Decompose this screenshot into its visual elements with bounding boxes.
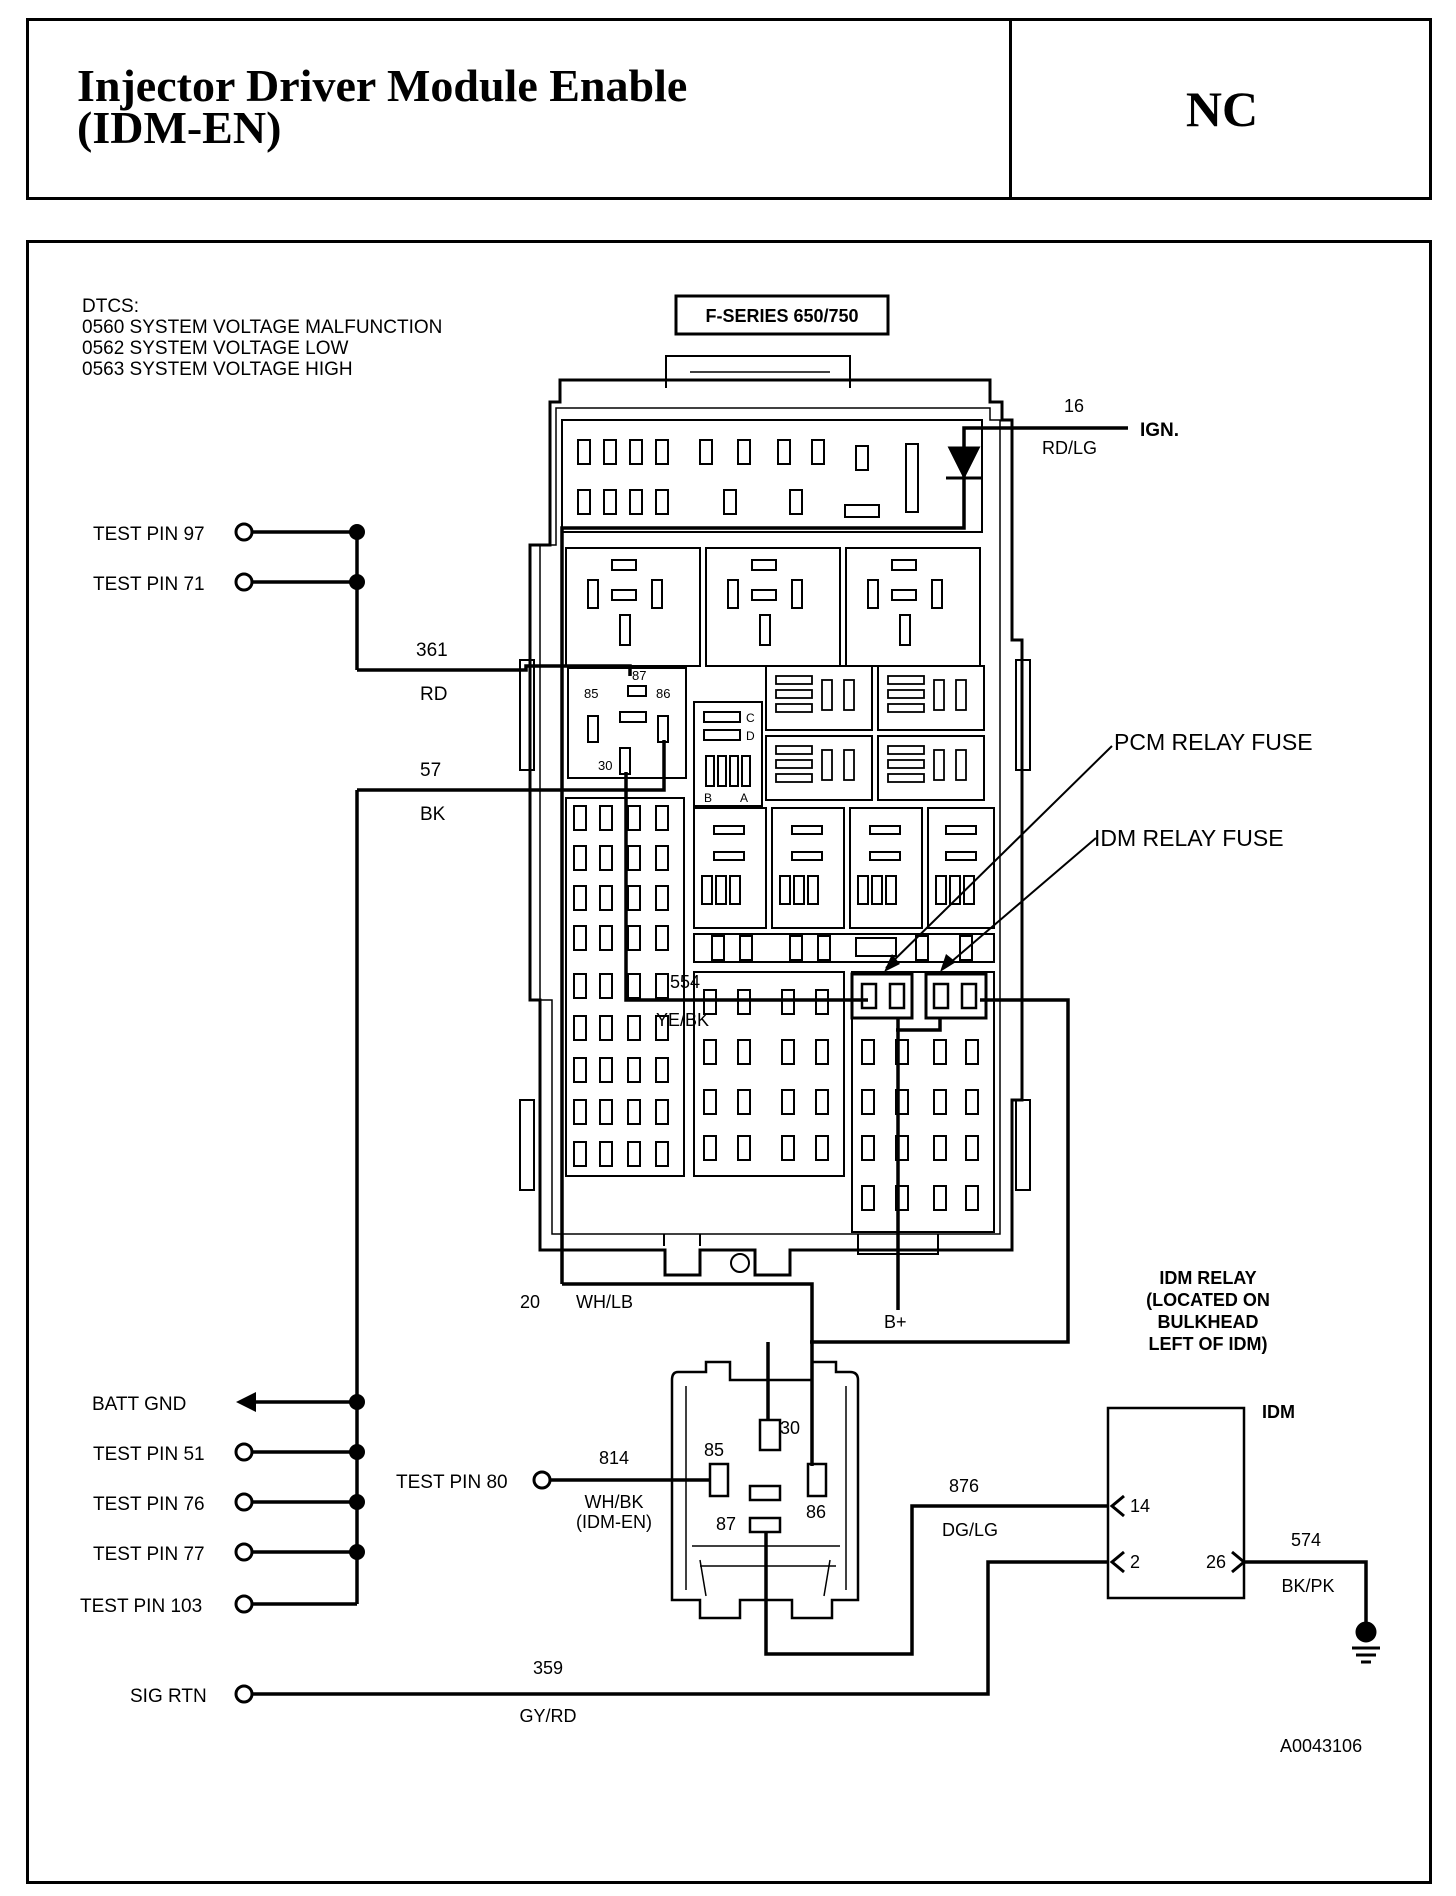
- test-pin-76-label: TEST PIN 76: [93, 1494, 205, 1515]
- title-line-2: (IDM-EN): [77, 102, 282, 153]
- relay-pin-86: 86: [656, 686, 670, 701]
- idm-relay-pin-87: 87: [716, 1514, 736, 1534]
- batt-gnd-label: BATT GND: [92, 1394, 186, 1415]
- ign-label: IGN.: [1140, 420, 1179, 441]
- circuit-361-number: 361: [416, 640, 448, 661]
- test-pin-71-terminal: [234, 572, 254, 592]
- arrow-icon: [884, 954, 900, 972]
- test-pin-77-label: TEST PIN 77: [93, 1544, 205, 1565]
- splice-dots: [349, 524, 365, 1560]
- dtc-item: 0562 SYSTEM VOLTAGE LOW: [82, 338, 349, 359]
- circuit-361-color: RD: [420, 684, 447, 705]
- dtc-item: 0563 SYSTEM VOLTAGE HIGH: [82, 359, 353, 380]
- idm-pin-chevrons: [1109, 1494, 1247, 1574]
- block-letter-d: D: [746, 729, 755, 743]
- dtc-heading: DTCS:: [82, 296, 139, 317]
- circuit-876-color: DG/LG: [942, 1520, 998, 1540]
- idm-pin-26: 26: [1206, 1552, 1226, 1572]
- test-pin-80-label: TEST PIN 80: [396, 1472, 508, 1493]
- idm-relay-fuse-label: IDM RELAY FUSE: [1094, 825, 1284, 851]
- circuit-876-number: 876: [949, 1476, 979, 1496]
- test-pin-51-label: TEST PIN 51: [93, 1444, 205, 1465]
- chevron-left-icon: [1109, 1494, 1125, 1518]
- circuit-16-number: 16: [1064, 396, 1084, 416]
- test-pin-51-terminal: [234, 1442, 254, 1462]
- chevron-right-icon: [1231, 1550, 1247, 1574]
- circuit-20-color: WH/LB: [576, 1292, 633, 1312]
- idm-relay: [670, 1360, 860, 1620]
- relay-pin-30: 30: [598, 758, 612, 773]
- chevron-left-icon: [1109, 1550, 1125, 1574]
- idm-relay-note: IDM RELAY: [1159, 1268, 1256, 1288]
- circuit-20-number: 20: [520, 1292, 540, 1312]
- b-plus-label: B+: [884, 1312, 907, 1332]
- block-letter-a: A: [740, 791, 748, 805]
- relay-pin-87: 87: [632, 668, 646, 683]
- idm-relay-pin-30: 30: [780, 1418, 800, 1438]
- pcm-relay-fuse-label: PCM RELAY FUSE: [1114, 729, 1313, 755]
- circuit-16-color: RD/LG: [1042, 438, 1097, 458]
- fuse-box-label-frame: [674, 294, 890, 336]
- circuit-57-color: BK: [420, 804, 446, 825]
- page-title: Injector Driver Module Enable (IDM-EN): [77, 60, 977, 153]
- title-line-1: Injector Driver Module Enable: [77, 60, 688, 111]
- test-pin-103-label: TEST PIN 103: [80, 1596, 202, 1617]
- test-pin-103-terminal: [234, 1594, 254, 1614]
- sig-rtn-terminal: [234, 1684, 254, 1704]
- idm-relay-note: (LOCATED ON: [1146, 1290, 1270, 1310]
- arrow-icon: [940, 954, 956, 972]
- idm-module: [1106, 1406, 1246, 1600]
- idm-relay-note: LEFT OF IDM): [1149, 1334, 1268, 1354]
- wires: [244, 426, 1368, 1696]
- test-pin-97-terminal: [234, 522, 254, 542]
- test-pin-80-terminal: [532, 1470, 552, 1490]
- test-pin-71-label: TEST PIN 71: [93, 574, 205, 595]
- block-letter-b: B: [704, 791, 712, 805]
- arrow-left-icon: [236, 1392, 256, 1412]
- idm-relay-pin-85: 85: [704, 1440, 724, 1460]
- diagnostic-code: NC: [1185, 81, 1259, 137]
- idm-relay-note: BULKHEAD: [1158, 1312, 1259, 1332]
- idm-relay-pin-86: 86: [806, 1502, 826, 1522]
- block-letter-c: C: [746, 711, 755, 725]
- circuit-359-number: 359: [533, 1658, 563, 1678]
- circuit-57-number: 57: [420, 760, 441, 781]
- idm-pin-2: 2: [1130, 1552, 1140, 1572]
- fuse-box: [519, 294, 1031, 1277]
- dtc-list: DTCS: 0560 SYSTEM VOLTAGE MALFUNCTION 05…: [82, 296, 442, 380]
- sig-rtn-label: SIG RTN: [130, 1686, 207, 1707]
- dtc-item: 0560 SYSTEM VOLTAGE MALFUNCTION: [82, 317, 442, 338]
- ground-icon: [1352, 1621, 1380, 1664]
- idm-label: IDM: [1262, 1402, 1295, 1422]
- test-pin-terminals: [234, 522, 552, 1704]
- figure-id: A0043106: [1280, 1736, 1362, 1756]
- header-divider: [1009, 21, 1012, 197]
- circuit-359-color: GY/RD: [519, 1706, 576, 1726]
- circuit-814-number: 814: [599, 1448, 629, 1468]
- test-pin-77-terminal: [234, 1542, 254, 1562]
- circuit-814-note: (IDM-EN): [576, 1512, 652, 1532]
- diagram-frame: [26, 240, 1432, 1884]
- circuit-814-color: WH/BK: [584, 1492, 643, 1512]
- circuit-574-color: BK/PK: [1281, 1576, 1334, 1596]
- diode-icon: [946, 446, 982, 480]
- idm-pin-14: 14: [1130, 1496, 1150, 1516]
- test-pin-76-terminal: [234, 1492, 254, 1512]
- relay-pin-85: 85: [584, 686, 598, 701]
- test-pin-97-label: TEST PIN 97: [93, 524, 205, 545]
- callout-leaders: [885, 745, 1113, 969]
- circuit-554-number: 554: [670, 972, 700, 992]
- fuse-box-label: F-SERIES 650/750: [705, 306, 858, 326]
- header: Injector Driver Module Enable (IDM-EN) N…: [26, 18, 1432, 200]
- circuit-554-color: YE/BK: [656, 1010, 709, 1030]
- circuit-574-number: 574: [1291, 1530, 1321, 1550]
